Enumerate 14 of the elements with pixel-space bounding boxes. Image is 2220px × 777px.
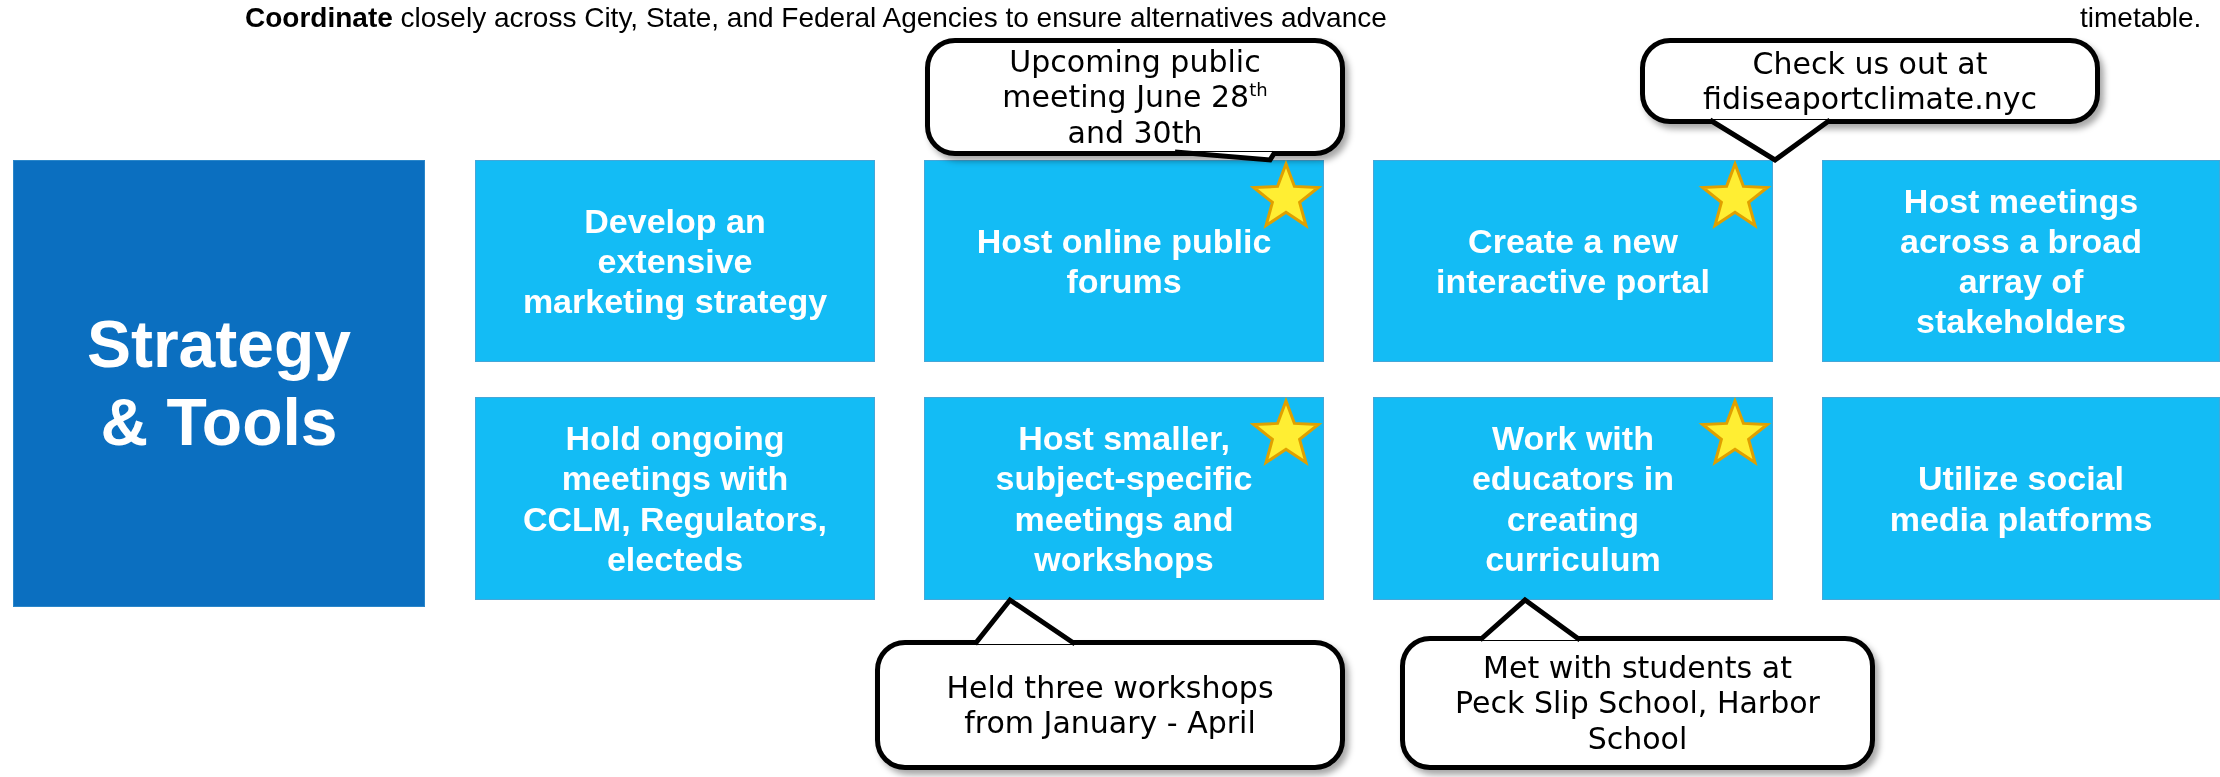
strategy-box: Develop an extensive marketing strategy: [475, 160, 875, 362]
heading-text: Coordinate closely across City, State, and Federal Agencies to ensure alternatives advance: [245, 2, 1387, 34]
strategy-box: Host smaller, subject-specific meetings and workshops: [924, 397, 1324, 600]
strategy-box: Utilize social media platforms: [1822, 397, 2220, 600]
strategy-box: Hold ongoing meetings with CCLM, Regulators, electeds: [475, 397, 875, 600]
strategy-box: Work with educators in creating curriculum: [1373, 397, 1773, 600]
strategy-box: Host meetings across a broad array of stakeholders: [1822, 160, 2220, 362]
strategy-box: Host online public forums: [924, 160, 1324, 362]
heading-text: timetable.: [2080, 2, 2202, 34]
title-box: Strategy & Tools: [13, 160, 425, 607]
callout-pointer: [1172, 149, 1278, 163]
callout-pointer: [972, 596, 1078, 647]
callout-pointer: [1707, 117, 1833, 163]
strategy-box: Create a new interactive portal: [1373, 160, 1773, 362]
